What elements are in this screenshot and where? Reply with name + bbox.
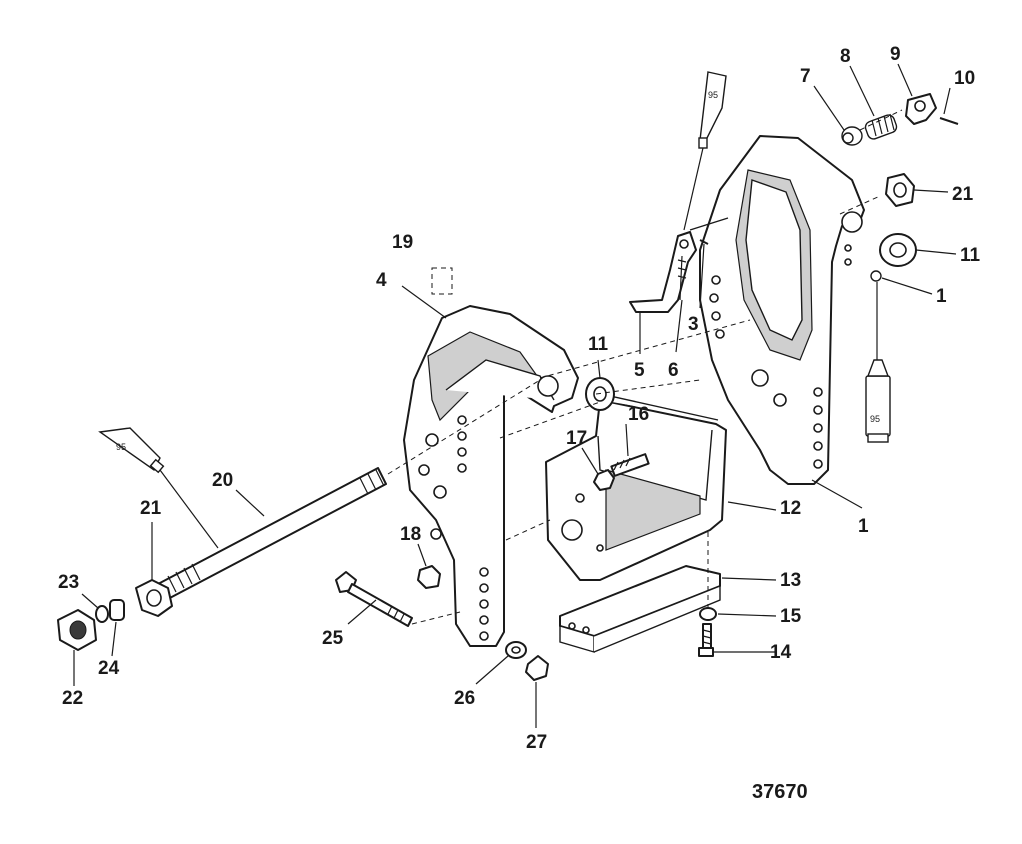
washer-26 <box>505 641 527 659</box>
callout-1-bracket: 1 <box>858 516 869 537</box>
callout-3: 3 <box>688 314 699 335</box>
callout-5: 5 <box>634 360 645 381</box>
lubricant-tube-left: 95 <box>98 427 219 549</box>
callout-16: 16 <box>628 404 649 425</box>
washer-15 <box>699 607 717 621</box>
callout-27: 27 <box>526 732 547 753</box>
tilt-lever-5 <box>629 217 729 313</box>
spring-8 <box>864 113 898 140</box>
callout-17: 17 <box>566 428 587 449</box>
lubricant-label: 95 <box>708 90 718 100</box>
callout-23: 23 <box>58 572 79 593</box>
bolt-16 <box>610 453 650 477</box>
assembly-lines <box>387 109 903 625</box>
figure-number: 37670 <box>752 781 808 803</box>
callout-15: 15 <box>780 606 802 627</box>
callout-19: 19 <box>392 232 413 253</box>
cap-22 <box>57 609 97 651</box>
nut-17 <box>593 469 615 491</box>
bushing-7 <box>841 126 863 146</box>
callout-21-left: 21 <box>140 498 162 519</box>
swivel-block-12 <box>545 395 727 581</box>
callout-10: 10 <box>954 68 975 89</box>
callout-25: 25 <box>322 628 344 649</box>
grease-fitting <box>870 270 882 282</box>
callout-13: 13 <box>780 570 801 591</box>
callout-18: 18 <box>400 524 421 545</box>
nut-18 <box>417 565 441 589</box>
plate-13 <box>559 565 721 653</box>
washer-23 <box>95 605 109 623</box>
callout-12: 12 <box>780 498 801 519</box>
callout-7: 7 <box>800 66 811 87</box>
part-19 <box>431 267 453 295</box>
bolt-25 <box>335 571 413 627</box>
callout-14: 14 <box>770 642 792 663</box>
washer-11-left <box>585 377 615 411</box>
leader-lines <box>73 63 957 728</box>
callout-26: 26 <box>454 688 475 709</box>
lubricant-tube-top: 95 <box>683 71 727 231</box>
lubricant-tube-right: 95 <box>865 282 891 443</box>
pin-10 <box>939 117 959 125</box>
callout-8: 8 <box>840 46 851 67</box>
callout-11-right: 11 <box>960 245 981 266</box>
bolt-14 <box>698 623 714 657</box>
bushing-24 <box>109 599 125 621</box>
callout-labels: 7 8 9 10 21 11 1 3 5 6 1 19 4 11 12 13 1… <box>58 44 981 753</box>
callout-24: 24 <box>98 658 120 679</box>
callout-22: 22 <box>62 688 83 709</box>
nut-21-right <box>885 173 915 207</box>
spring-6 <box>677 255 687 301</box>
washer-11-right <box>879 233 917 267</box>
lubricant-label: 95 <box>870 414 880 424</box>
callout-20: 20 <box>212 470 233 491</box>
callout-1-fitting: 1 <box>936 286 947 307</box>
lever-9 <box>905 93 937 125</box>
callout-4: 4 <box>376 270 387 291</box>
lubricant-label: 95 <box>116 442 126 452</box>
clamp-bracket-left <box>403 305 579 647</box>
pin-3 <box>699 239 709 245</box>
callout-11-left: 11 <box>588 334 609 355</box>
callout-6: 6 <box>668 360 679 381</box>
callout-21-right: 21 <box>952 184 974 205</box>
callout-9: 9 <box>890 44 901 65</box>
nut-27 <box>525 655 549 681</box>
